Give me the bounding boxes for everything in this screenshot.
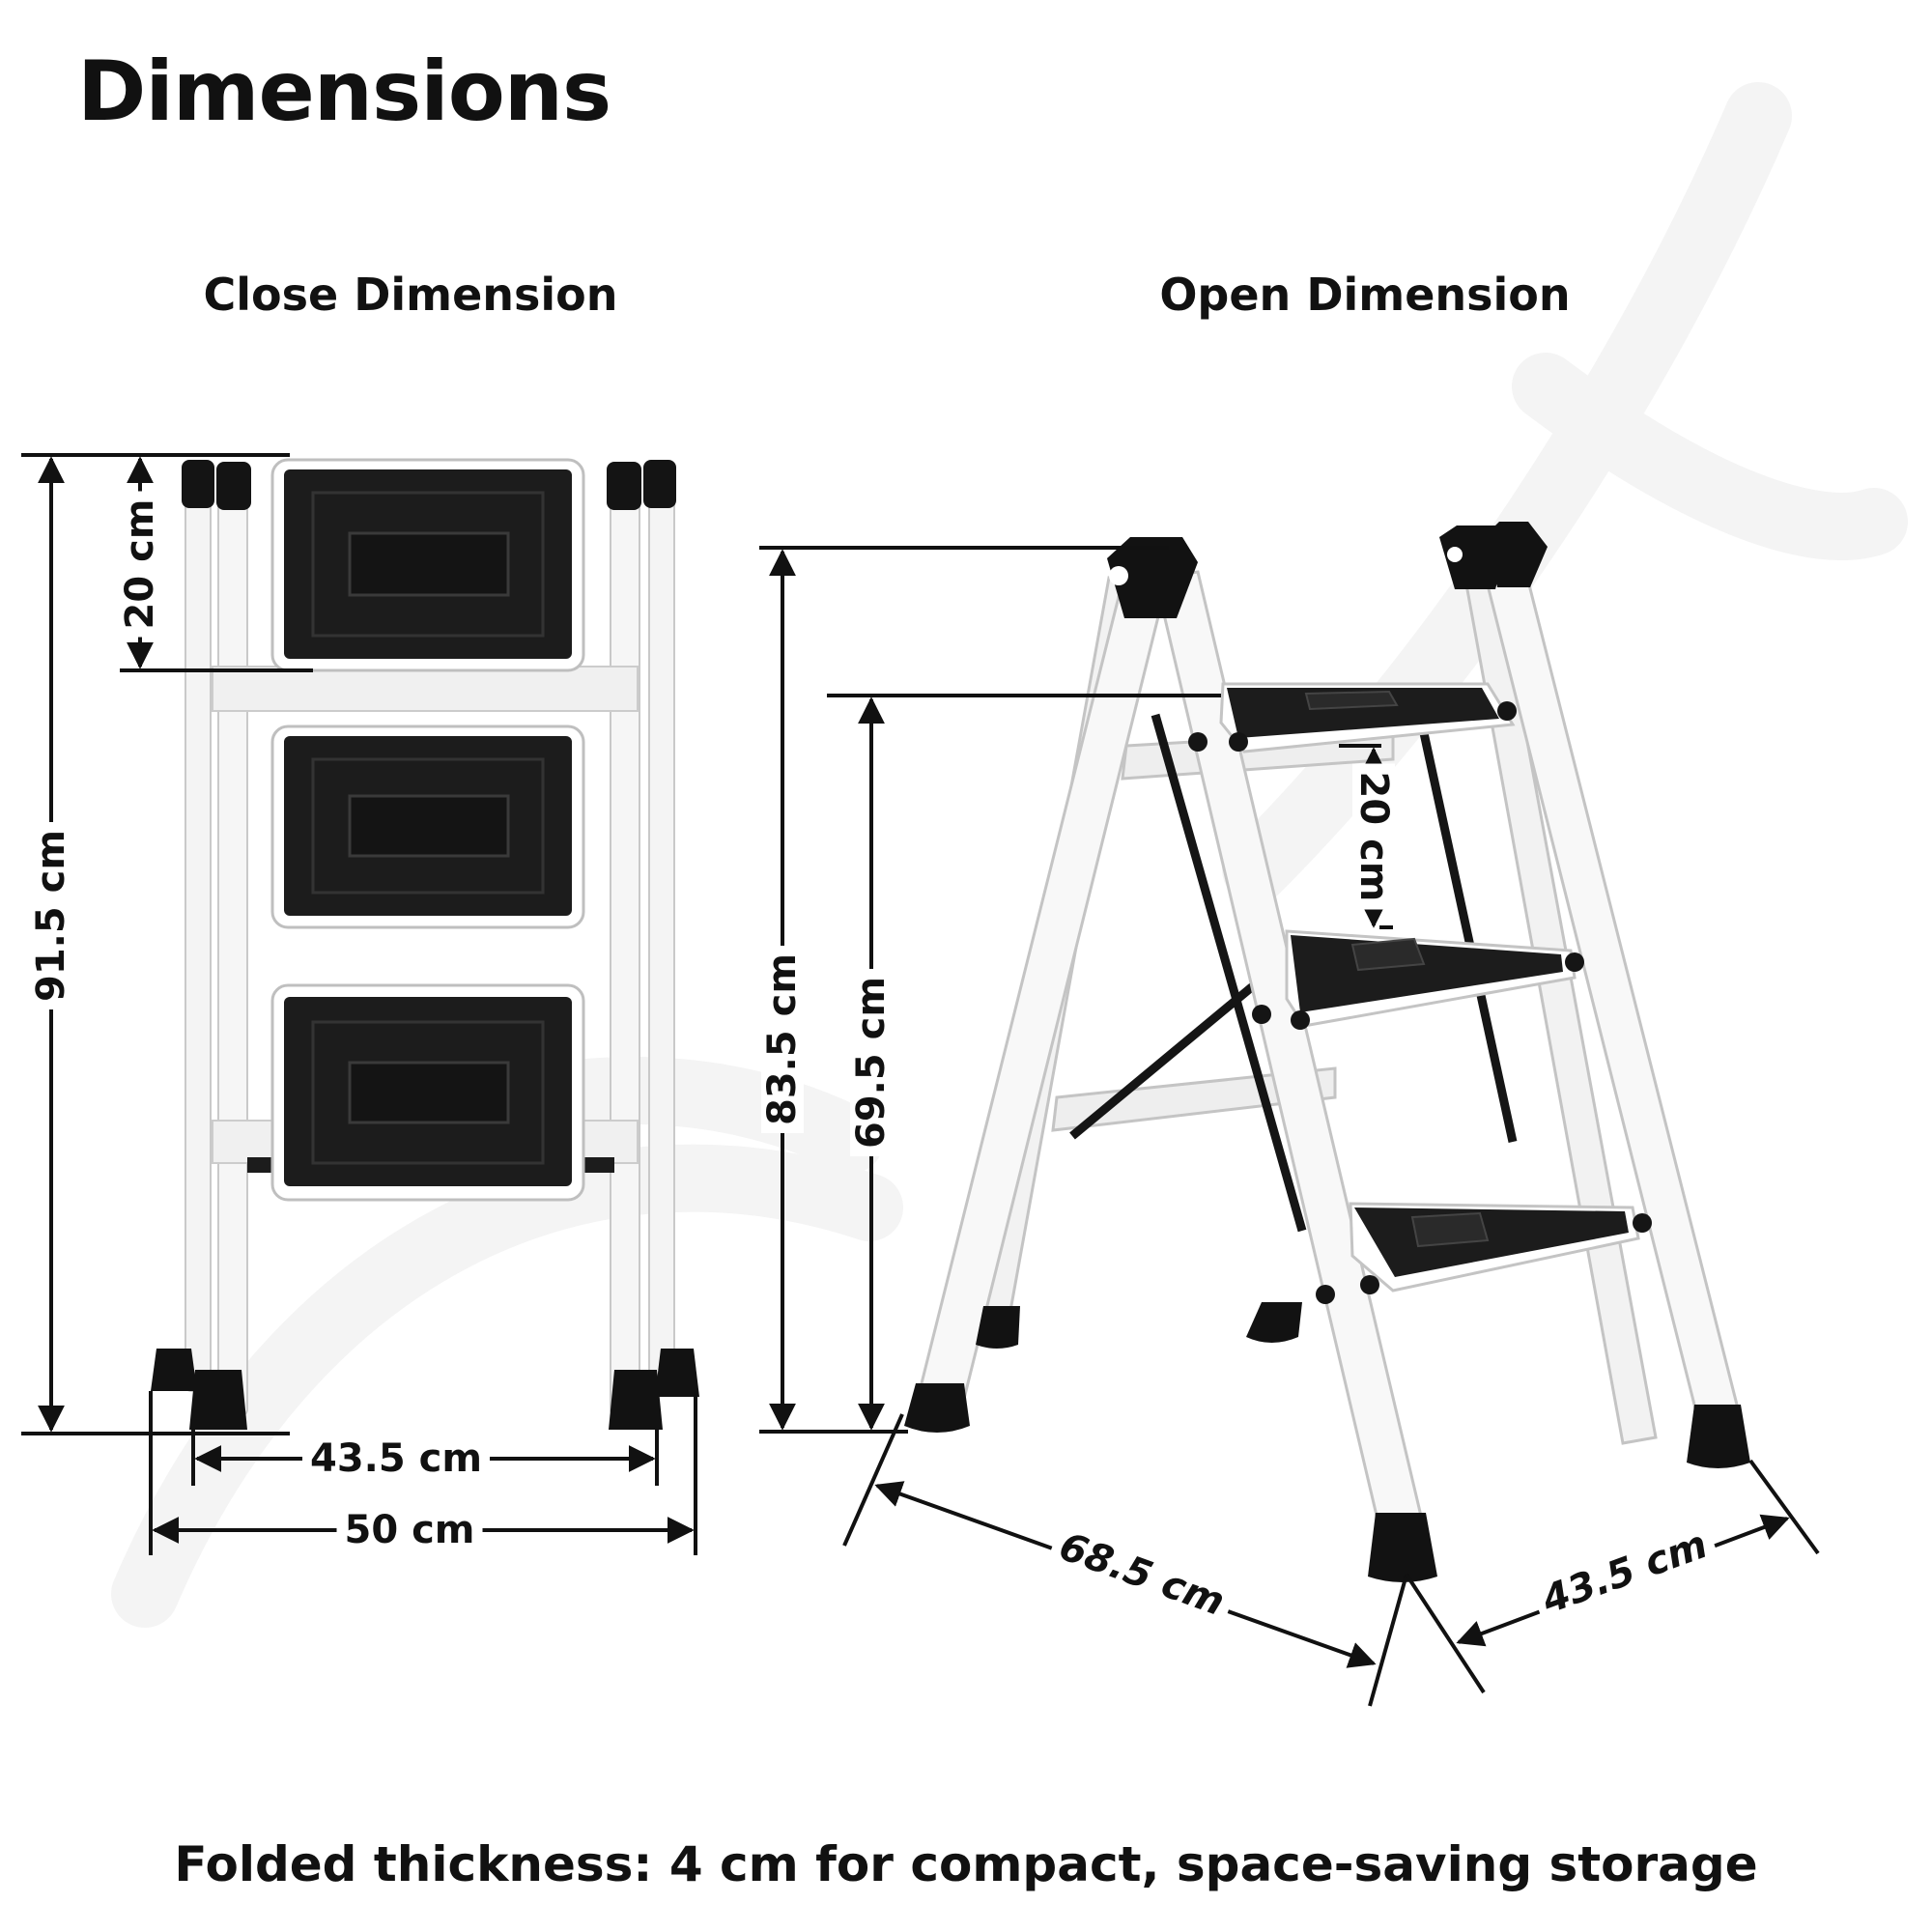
footer-note: Folded thickness: 4 cm for compact, spac…	[174, 1836, 1758, 1892]
closed-step-spacing-label: 20 cm	[118, 491, 162, 638]
closed-rail-right-front	[610, 468, 640, 1416]
closed-foot-4	[655, 1349, 699, 1397]
open-foot-front-left	[904, 1383, 970, 1433]
open-platform-height-label: 69.5 cm	[849, 968, 894, 1157]
open-foot-back	[976, 1306, 1020, 1349]
closed-rail-left-back	[185, 463, 212, 1392]
closed-tread-1	[270, 458, 585, 672]
closed-outer-width-label: 50 cm	[336, 1509, 483, 1551]
open-ladder	[904, 522, 1750, 1582]
closed-foot-2	[189, 1370, 247, 1430]
closed-cap-4	[643, 460, 676, 508]
open-tread-mid	[1285, 929, 1577, 1028]
closed-cap-1	[182, 460, 214, 508]
closed-tread-3	[270, 983, 585, 1202]
closed-cap-2	[216, 462, 251, 510]
open-front-rail-left	[918, 556, 1175, 1401]
closed-inner-width-label: 43.5 cm	[301, 1437, 491, 1480]
open-foot-front-mid	[1368, 1513, 1437, 1582]
closed-height-label: 91.5 cm	[29, 821, 73, 1010]
closed-support-top	[212, 666, 639, 712]
open-dimension-title: Open Dimension	[1159, 269, 1571, 321]
closed-foot-3	[609, 1370, 663, 1430]
page-title: Dimensions	[77, 43, 611, 140]
closed-rail-right-back	[648, 463, 675, 1392]
closed-rail-left-front	[217, 468, 248, 1416]
open-foot-front-right	[1687, 1405, 1750, 1468]
closed-tread-2	[270, 724, 585, 929]
closed-ladder	[151, 458, 699, 1430]
close-dimension-title: Close Dimension	[203, 269, 618, 321]
open-height-label: 83.5 cm	[760, 945, 805, 1134]
closed-cap-3	[607, 462, 641, 510]
open-step-spacing-label: 20 cm	[1351, 763, 1396, 910]
closed-foot-1	[151, 1349, 197, 1391]
open-tread-bottom	[1349, 1202, 1640, 1293]
open-tread-top	[1219, 682, 1516, 753]
open-foot-back-left	[1246, 1302, 1302, 1343]
